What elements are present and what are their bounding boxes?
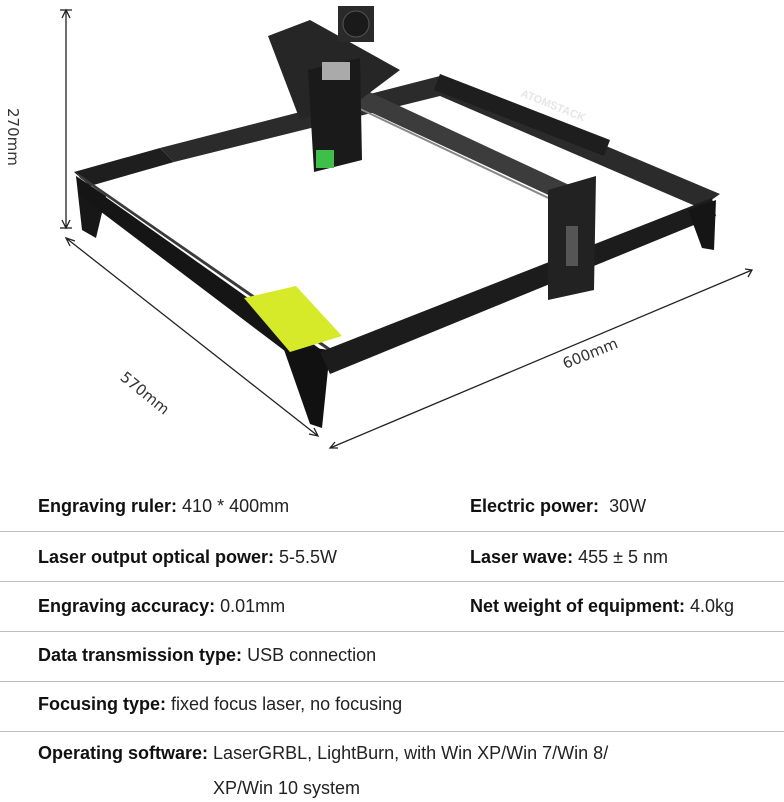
- gantry-arm: [310, 68, 580, 206]
- electric-power: Electric power: 30W: [470, 496, 647, 516]
- laser-output-power: Laser output optical power: 5-5.5W: [38, 547, 338, 567]
- operating-software-continued: XP/Win 10 system: [213, 778, 361, 798]
- spec-row: Engraving ruler: 410 * 400mm Electric po…: [0, 481, 784, 529]
- engraving-accuracy: Engraving accuracy: 0.01mm: [38, 596, 286, 616]
- left-rail: [74, 148, 174, 186]
- operating-software: Operating software: LaserGRBL, LightBurn…: [38, 743, 609, 763]
- engraving-ruler: Engraving ruler: 410 * 400mm: [38, 496, 290, 516]
- depth-dimension-line: [64, 236, 320, 437]
- spec-row: Operating software: LaserGRBL, LightBurn…: [0, 731, 784, 802]
- front-rail: [76, 176, 330, 376]
- spec-row: Data transmission type: USB connection: [0, 631, 784, 680]
- spec-row: Focusing type: fixed focus laser, no foc…: [0, 681, 784, 730]
- laser-engraver-drawing: ATOMSTACK: [60, 6, 754, 449]
- right-rail: [320, 198, 716, 374]
- brand-bar: [434, 74, 610, 156]
- front-left-leg: [282, 344, 330, 428]
- laser-head: [308, 58, 362, 172]
- focusing-type: Focusing type: fixed focus laser, no foc…: [38, 694, 403, 714]
- net-weight: Net weight of equipment: 4.0kg: [470, 596, 735, 616]
- height-dimension-line: [60, 8, 72, 230]
- product-illustration: ATOMSTACK 270mm 570mm 600mm: [4, 6, 754, 449]
- spec-row: Laser output optical power: 5-5.5W Laser…: [0, 531, 784, 580]
- laser-indicator-light: [316, 150, 334, 168]
- spec-row: Engraving accuracy: 0.01mm Net weight of…: [0, 581, 784, 630]
- data-transmission-type: Data transmission type: USB connection: [38, 645, 377, 665]
- laser-wave: Laser wave: 455 ± 5 nm: [470, 547, 669, 567]
- height-dimension-label: 270mm: [4, 108, 22, 166]
- right-front-leg: [688, 200, 716, 250]
- width-dimension-line: [328, 268, 754, 449]
- warning-label: [244, 286, 342, 352]
